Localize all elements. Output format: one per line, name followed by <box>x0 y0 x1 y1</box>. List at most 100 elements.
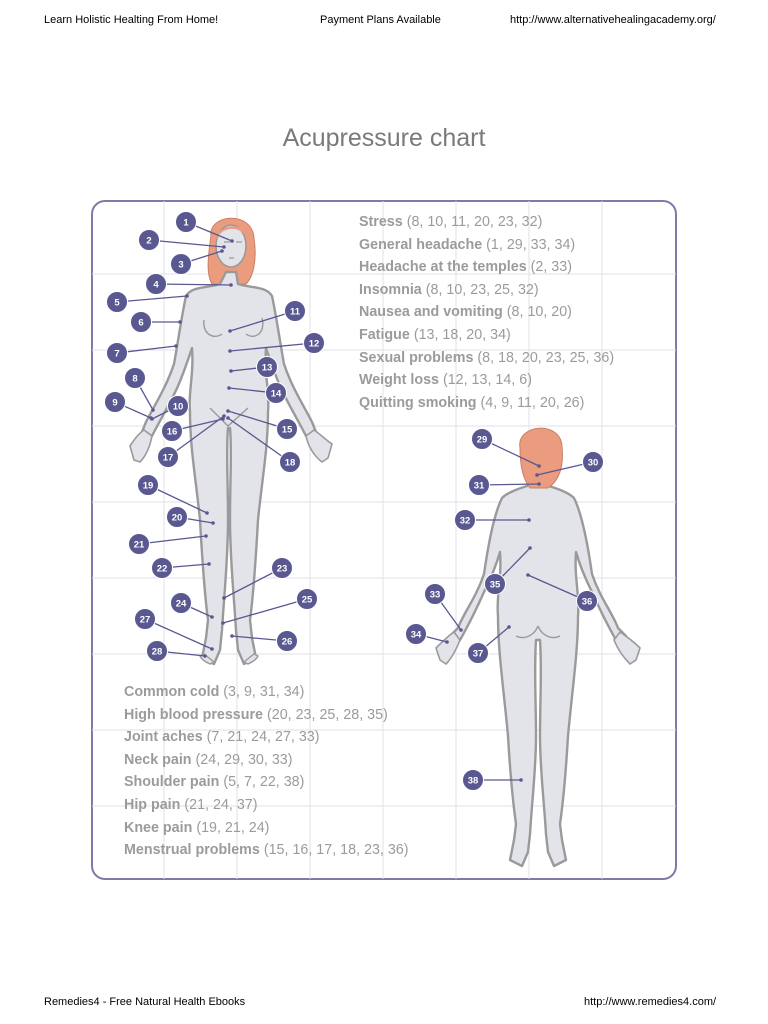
point-location-dot <box>229 283 233 287</box>
point-location-dot <box>507 625 511 629</box>
condition-item: Insomnia (8, 10, 23, 25, 32) <box>359 279 539 302</box>
point-marker-5: 5 <box>106 291 189 313</box>
condition-item: Neck pain (24, 29, 30, 33) <box>124 749 293 772</box>
point-badge <box>106 342 128 364</box>
point-badge <box>405 623 427 645</box>
point-marker-13: 13 <box>229 356 278 378</box>
point-badge <box>146 640 168 662</box>
point-marker-21: 21 <box>128 533 208 555</box>
point-number: 38 <box>468 775 479 786</box>
header-payment-plans: Payment Plans Available <box>320 14 441 26</box>
point-number: 29 <box>477 434 488 445</box>
point-location-dot <box>230 634 234 638</box>
point-marker-16: 16 <box>161 417 225 442</box>
page-title: Acupressure chart <box>282 124 486 152</box>
point-badge <box>137 474 159 496</box>
point-location-dot <box>527 518 531 522</box>
point-marker-23: 23 <box>222 557 293 600</box>
condition-item: Weight loss (12, 13, 14, 6) <box>359 369 532 392</box>
condition-item: Quitting smoking (4, 9, 11, 20, 26) <box>359 392 584 415</box>
point-location-dot <box>226 416 230 420</box>
point-marker-2: 2 <box>138 229 226 251</box>
condition-item: General headache (1, 29, 33, 34) <box>359 234 575 257</box>
point-number: 3 <box>178 259 183 270</box>
point-number: 28 <box>152 646 163 657</box>
point-number: 7 <box>114 348 119 359</box>
condition-name: Stress <box>359 214 403 230</box>
condition-name: Shoulder pain <box>124 774 220 791</box>
point-badge <box>151 557 173 579</box>
point-location-dot <box>204 534 208 538</box>
point-number: 30 <box>588 457 599 468</box>
point-number: 8 <box>132 373 137 384</box>
point-badge <box>167 395 189 417</box>
condition-item: Joint aches (7, 21, 24, 27, 33) <box>124 726 320 749</box>
point-badge <box>145 273 167 295</box>
point-number: 10 <box>173 401 184 412</box>
point-badge <box>303 332 325 354</box>
point-leader-line <box>155 283 232 286</box>
condition-name: Nausea and vomiting <box>359 304 503 321</box>
condition-points: (13, 18, 20, 34) <box>413 327 511 343</box>
condition-item: Menstrual problems (15, 16, 17, 18, 23, … <box>124 839 409 862</box>
point-number: 4 <box>153 279 159 290</box>
point-marker-14: 14 <box>227 382 287 404</box>
condition-name: Headache at the temples <box>359 259 527 276</box>
point-number: 2 <box>146 235 151 246</box>
header-url-link[interactable]: http://www.alternativehealingacademy.org… <box>510 14 716 26</box>
point-badge <box>265 382 287 404</box>
point-marker-11: 11 <box>228 300 306 333</box>
point-location-dot <box>220 249 224 253</box>
condition-points: (8, 10, 11, 20, 23, 32) <box>406 214 543 230</box>
condition-name: Quitting smoking <box>359 394 477 411</box>
point-badge <box>271 557 293 579</box>
condition-item: Sexual problems (8, 18, 20, 23, 25, 36) <box>359 347 614 370</box>
point-number: 23 <box>277 563 288 574</box>
point-badge <box>175 211 197 233</box>
point-badge <box>104 391 126 413</box>
point-location-dot <box>174 344 178 348</box>
condition-item: Nausea and vomiting (8, 10, 20) <box>359 301 572 324</box>
point-location-dot <box>230 239 234 243</box>
point-number: 12 <box>309 338 320 349</box>
point-number: 24 <box>176 598 187 609</box>
point-marker-30: 30 <box>535 451 604 477</box>
condition-points: (5, 7, 22, 38) <box>223 774 305 791</box>
back-body-figure <box>435 427 641 868</box>
condition-item: Stress (8, 10, 11, 20, 23, 32) <box>359 211 542 234</box>
point-marker-28: 28 <box>146 640 207 662</box>
condition-points: (8, 18, 20, 23, 25, 36) <box>477 349 615 366</box>
point-location-dot <box>528 546 532 550</box>
condition-name: Insomnia <box>359 281 422 298</box>
point-location-dot <box>537 464 541 468</box>
point-location-dot <box>526 573 530 577</box>
point-badge <box>471 428 493 450</box>
point-leader-line <box>222 598 308 624</box>
point-marker-4: 4 <box>145 273 233 295</box>
point-location-dot <box>207 562 211 566</box>
point-number: 35 <box>490 579 501 590</box>
condition-points: (19, 21, 24) <box>196 819 270 836</box>
point-badge <box>462 769 484 791</box>
condition-points: (12, 13, 14, 6) <box>442 372 532 389</box>
point-leader-line <box>229 310 296 332</box>
condition-name: Weight loss <box>359 372 439 389</box>
point-marker-1: 1 <box>175 211 234 243</box>
point-number: 21 <box>134 539 145 550</box>
footer-url-link[interactable]: http://www.remedies4.com/ <box>584 996 717 1008</box>
condition-name: Sexual problems <box>359 349 474 366</box>
condition-item: Fatigue (13, 18, 20, 34) <box>359 324 511 347</box>
point-marker-25: 25 <box>221 588 318 625</box>
point-location-dot <box>222 414 226 418</box>
condition-points: (3, 9, 31, 34) <box>223 684 305 700</box>
point-badge <box>484 573 506 595</box>
point-marker-31: 31 <box>468 474 541 496</box>
point-number: 37 <box>473 648 484 659</box>
point-marker-8: 8 <box>124 367 155 412</box>
point-marker-22: 22 <box>151 557 211 579</box>
condition-name: Knee pain <box>124 819 193 836</box>
point-location-dot <box>205 511 209 515</box>
condition-item: Headache at the temples (2, 33) <box>359 256 572 279</box>
point-number: 5 <box>114 297 120 308</box>
point-location-dot <box>222 596 226 600</box>
